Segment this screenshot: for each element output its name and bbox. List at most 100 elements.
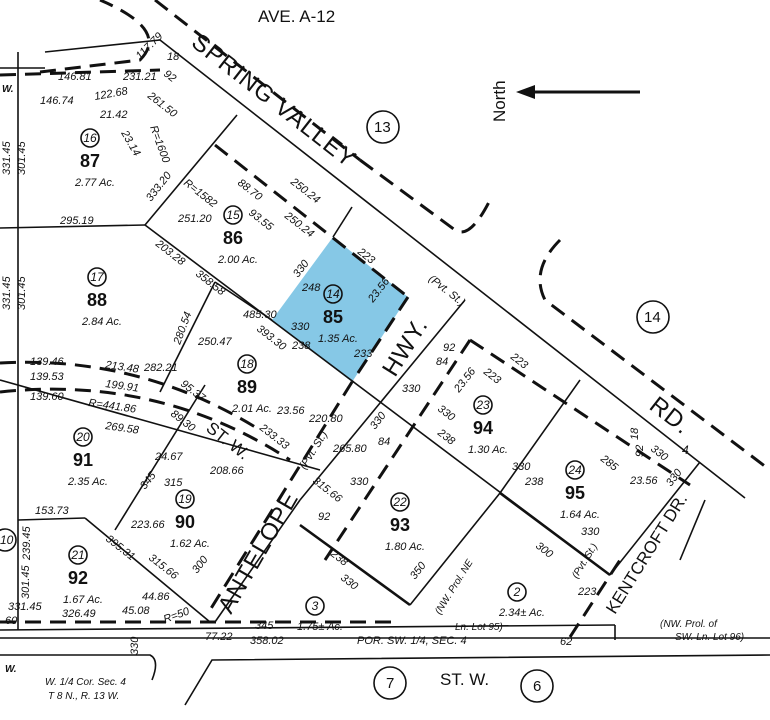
dimension-label: 239.45 [21, 525, 33, 561]
lot-number: 93 [390, 515, 410, 535]
dimension-label: 23.56 [451, 365, 479, 396]
dimension-label: 248 [301, 282, 321, 294]
dimension-label: 350 [408, 559, 429, 582]
dimension-label: 60 [5, 615, 18, 627]
lot-circle-label: 19 [178, 492, 192, 506]
block-label: 14 [644, 309, 661, 326]
lot-acreage: 2.01 Ac. [231, 403, 272, 415]
dimension-label: 250.47 [197, 336, 233, 348]
lot-circle-label: 21 [70, 548, 84, 562]
dimension-label: 315.66 [146, 552, 181, 583]
dimension-label: 333.20 [144, 169, 175, 204]
lot-circle [87, 267, 107, 287]
lot-circle [223, 205, 243, 225]
dimension-label: 92 [318, 511, 330, 523]
prolongation-note: SW. Ln. Lot 96) [675, 632, 744, 643]
dashed-lines [0, 0, 770, 638]
dimension-label: 326.49 [62, 608, 96, 620]
dimension-label: 45.08 [122, 605, 150, 617]
north-arrow: North [490, 80, 640, 122]
dimension-label: R=1600 [147, 124, 172, 165]
road-rd: RD. [644, 391, 696, 440]
lot-circle [565, 460, 585, 480]
dimension-label: 250.24 [287, 175, 322, 206]
dimension-label: 92 [634, 445, 646, 457]
dimension-label: 233 [353, 348, 373, 360]
dimension-label: 233.33 [256, 421, 291, 452]
dimension-label: 24.67 [154, 451, 183, 463]
dimension-label: 269.58 [104, 420, 141, 437]
lot-3[interactable]: 31.75± Ac. [297, 596, 343, 633]
dimension-label: 238 [291, 340, 311, 352]
road-rd-suffix: 4 [682, 443, 689, 457]
arrowhead [516, 85, 535, 99]
dimension-label: 285 [597, 452, 620, 474]
lot-2[interactable]: 22.34± Ac. [498, 582, 545, 619]
lot-circle-label: 17 [90, 270, 105, 284]
dimension-label: 331.45 [8, 601, 43, 613]
dimension-label: 92 [161, 68, 178, 85]
dimension-label: 92 [443, 342, 455, 354]
lot-circle-label: 2 [513, 585, 521, 599]
dimension-label: 93.55 [246, 207, 276, 234]
dimension-label: 223 [480, 365, 503, 387]
lot-circle-label: 14 [326, 287, 340, 301]
dimension-label: 300 [533, 540, 556, 561]
dimension-label: 153.73 [35, 505, 70, 517]
block-label: 7 [386, 675, 394, 692]
dimension-label: 330 [648, 443, 671, 464]
dimension-label: 44.86 [142, 591, 170, 603]
lot-acreage: 2.35 Ac. [67, 476, 108, 488]
dimension-label: 315 [164, 477, 183, 489]
lot-number: 92 [68, 568, 88, 588]
dimension-label: 146.74 [40, 95, 74, 107]
lot-circle-label: 16 [83, 131, 97, 145]
lot-number: 89 [237, 377, 257, 397]
dimension-label: 220.80 [308, 413, 344, 425]
dimension-label: R=1582 [181, 177, 219, 210]
notes: POR. SW. 1/4, SEC. 4 W. 1/4 Cor. Sec. 4 … [45, 558, 744, 702]
section-note: POR. SW. 1/4, SEC. 4 [357, 635, 467, 647]
pvt-st-label: (Pvt. St.) [426, 273, 467, 309]
dimension-label: 146.81 [58, 71, 92, 83]
lot-16[interactable]: 16 87 2.77 Ac. [74, 128, 115, 189]
lot-number: 94 [473, 418, 493, 438]
dimension-label: 330 [338, 572, 361, 593]
dimension-label: 77.22 [205, 631, 233, 643]
dimension-label: 23.14 [118, 128, 143, 159]
lot-circle [80, 128, 100, 148]
dimension-label: 395.31 [103, 533, 137, 563]
lot-acreage: 2.77 Ac. [74, 177, 115, 189]
dimension-label: 84 [436, 356, 448, 368]
lot-circle-label: 3 [312, 599, 319, 613]
dimension-label: 122.68 [93, 85, 129, 103]
dimension-label: 261.50 [144, 89, 179, 120]
lot-18[interactable]: 18 89 2.01 Ac. [231, 354, 272, 415]
dimension-label: 330 [581, 526, 600, 538]
pvt-st-label: (Pvt. St.) [297, 429, 330, 472]
dimension-label: 238 [524, 476, 544, 488]
prolongation-note: (NW. Prol. NE [433, 558, 476, 617]
dimension-label: 345 [255, 620, 274, 632]
lot-number: 87 [80, 151, 100, 171]
road-ave-a12: AVE. A-12 [258, 7, 335, 26]
lot-circle-label: 15 [226, 208, 240, 222]
lot-circle [68, 545, 88, 565]
dimension-label: 282.21 [143, 362, 178, 374]
dimension-label: 223 [507, 350, 530, 372]
lot-number: 85 [323, 307, 343, 327]
lot-circle-label: 18 [240, 357, 254, 371]
block-label: 10 [0, 533, 14, 547]
lot-circle [507, 582, 527, 602]
dimension-label: 301.45 [16, 140, 28, 175]
